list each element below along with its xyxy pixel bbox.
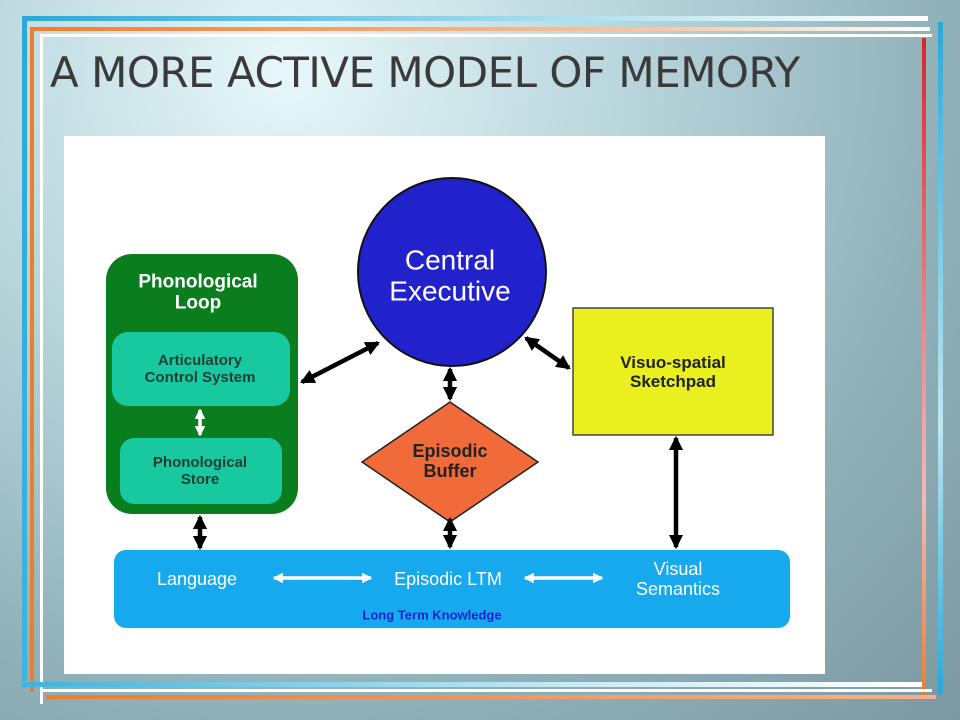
frame-right-cyan-bar bbox=[938, 22, 943, 694]
articulatory-control-label: Articulatory Control System bbox=[144, 352, 256, 386]
frame-bottom-orange-bar bbox=[46, 695, 936, 699]
frame-left-orange-bar bbox=[30, 27, 34, 692]
arrow-executive-to-sketchpad bbox=[524, 336, 571, 370]
long-term-knowledge-caption: Long Term Knowledge bbox=[362, 607, 502, 623]
central-executive-circle bbox=[357, 177, 547, 367]
ltm-episodic-label: Episodic LTM bbox=[394, 568, 502, 589]
phonological-store-box bbox=[120, 438, 282, 504]
central-executive-label: Central Executive bbox=[389, 244, 511, 307]
ltm-visual-semantics-label: Visual Semantics bbox=[635, 558, 721, 599]
ltm-language-label: Language bbox=[156, 568, 238, 589]
diagram-graphics bbox=[106, 177, 790, 628]
visuospatial-sketchpad-label: Visuo-spatial Sketchpad bbox=[620, 352, 726, 391]
frame-bottom-cyan-bar bbox=[22, 682, 922, 687]
articulatory-control-box bbox=[112, 332, 290, 406]
frame-top-orange-bar bbox=[30, 27, 930, 31]
frame-left-white-bar bbox=[40, 34, 43, 704]
frame-top-white-bar bbox=[40, 34, 932, 37]
frame-right-red-bar bbox=[922, 38, 926, 696]
frame-top-cyan-bar bbox=[22, 16, 928, 21]
episodic-buffer-label: Episodic Buffer bbox=[412, 440, 488, 481]
phonological-store-label: Phonological Store bbox=[152, 454, 248, 488]
memory-model-diagram: Central Executive Phonological Loop Arti… bbox=[64, 136, 825, 674]
long-term-knowledge-band bbox=[114, 550, 790, 628]
arrow-articulatory-to-executive bbox=[300, 340, 380, 385]
frame-bottom-white-bar bbox=[40, 689, 932, 692]
phonological-loop-label: Phonological Loop bbox=[138, 271, 258, 314]
slide-title: A MORE ACTIVE MODEL OF MEMORY bbox=[50, 48, 800, 97]
frame-left-cyan-bar bbox=[22, 16, 27, 681]
visuospatial-sketchpad-box bbox=[572, 307, 774, 436]
